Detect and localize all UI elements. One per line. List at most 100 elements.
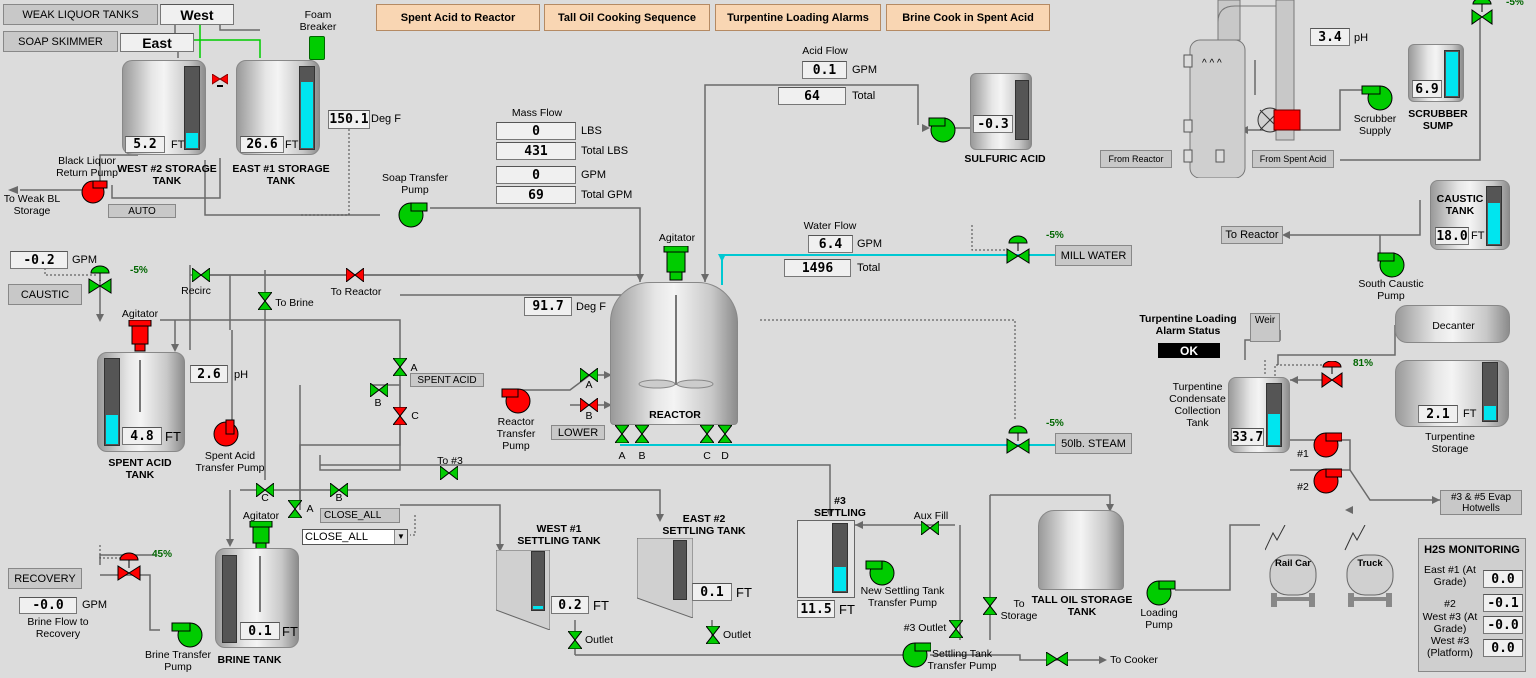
weir-label: Weir: [1254, 315, 1276, 326]
spent-acid-valve-c-icon[interactable]: [391, 406, 409, 426]
spent-acid-valve-b-icon[interactable]: [369, 381, 389, 399]
reactor-vessel[interactable]: [610, 282, 738, 425]
spent-acid-gauge: [104, 358, 120, 446]
mass-flow-title: Mass Flow: [511, 107, 563, 119]
turpentine-valve-icon[interactable]: [1320, 360, 1344, 389]
brine-cook-button[interactable]: Brine Cook in Spent Acid: [886, 4, 1050, 31]
scrubber-ph-unit: pH: [1354, 32, 1369, 44]
settling-3-outlet-valve-icon[interactable]: [947, 619, 965, 639]
scrubber-supply-pump-icon[interactable]: [1360, 82, 1394, 112]
soap-skimmer-select[interactable]: East: [120, 33, 194, 52]
east-2-gauge: [673, 540, 687, 600]
to-storage-valve-icon[interactable]: [981, 596, 999, 616]
reactor-inlet-a-valve-icon[interactable]: [579, 366, 599, 384]
lower-button[interactable]: LOWER: [551, 425, 605, 440]
to-storage-label: To Storage: [1000, 598, 1038, 622]
reactor-inlet-a-label: A: [585, 379, 593, 391]
turpentine-collection-level: 33.7: [1231, 428, 1264, 446]
steam-valve-icon[interactable]: [1005, 425, 1031, 455]
reactor-valve-c-icon[interactable]: [698, 424, 716, 444]
recovery-label[interactable]: RECOVERY: [8, 568, 82, 589]
scrubber-supply-label: Scrubber Supply: [1353, 113, 1397, 137]
acid-pump-icon[interactable]: [928, 115, 958, 143]
turpentine-valve-pct: 81%: [1353, 358, 1374, 369]
reactor-inlet-b-valve-icon[interactable]: [579, 396, 599, 414]
scrubber-sump-gauge: [1444, 50, 1460, 98]
caustic-tank-level: 18.0: [1435, 227, 1469, 245]
soap-transfer-pump-icon[interactable]: [398, 200, 428, 228]
mill-water-label[interactable]: MILL WATER: [1055, 245, 1132, 266]
mass-flow-gpm-unit: GPM: [581, 169, 607, 181]
tall-oil-storage-tank[interactable]: [1038, 510, 1124, 590]
from-spent-acid-label[interactable]: From Spent Acid: [1252, 150, 1334, 168]
reactor-valve-b-icon[interactable]: [633, 424, 651, 444]
turpentine-loading-alarms-button[interactable]: Turpentine Loading Alarms: [715, 4, 881, 31]
east-1-unit: FT: [285, 139, 299, 151]
brine-shaft: [259, 556, 261, 612]
weir-box[interactable]: Weir: [1250, 313, 1280, 342]
turpentine-storage-gauge: [1482, 362, 1498, 422]
spent-acid-agitator-icon[interactable]: [128, 319, 152, 352]
caustic-to-reactor-label[interactable]: To Reactor: [1221, 226, 1283, 244]
west-1-outlet-valve-icon[interactable]: [566, 630, 584, 650]
foam-breaker-icon[interactable]: [309, 36, 325, 60]
to-cooker-valve-icon[interactable]: [1045, 651, 1069, 667]
mass-flow-gpm: 0: [496, 166, 576, 184]
close-all-button[interactable]: CLOSE_ALL: [320, 508, 400, 523]
spent-acid-shaft: [139, 360, 141, 412]
loading-pump-icon[interactable]: [1145, 578, 1177, 606]
reactor-valve-d-icon[interactable]: [716, 424, 734, 444]
weak-liquor-select[interactable]: West: [160, 4, 234, 25]
turpentine-pump-2-icon[interactable]: [1310, 466, 1343, 494]
black-liquor-pump-icon[interactable]: [80, 178, 108, 204]
mass-flow-total-gpm-unit: Total GPM: [581, 189, 633, 201]
to-brine-valve-icon[interactable]: [256, 291, 274, 311]
mill-water-valve-icon[interactable]: [1005, 235, 1031, 265]
reactor-agitator-icon[interactable]: [662, 245, 690, 282]
bleed-valve-icon[interactable]: [211, 73, 229, 88]
from-reactor-label[interactable]: From Reactor: [1100, 150, 1172, 168]
to-reactor-valve-icon[interactable]: [345, 266, 365, 284]
close-all-dropdown[interactable]: CLOSE_ALL ▼: [302, 529, 408, 545]
spent-acid-agitator-label: Agitator: [121, 308, 159, 320]
chevron-down-icon[interactable]: ▼: [394, 530, 407, 544]
tall-oil-cooking-sequence-button[interactable]: Tall Oil Cooking Sequence: [544, 4, 710, 31]
scrubber-column[interactable]: ^ ^ ^: [1180, 0, 1305, 179]
reactor-inlet-b-label: B: [585, 410, 593, 422]
brine-gauge: [222, 555, 237, 643]
aux-fill-valve-icon[interactable]: [920, 519, 940, 537]
evap-hotwells-label[interactable]: #3 & #5 Evap Hotwells: [1440, 490, 1522, 515]
reactor-valve-a-icon[interactable]: [613, 424, 631, 444]
caustic-valve-icon[interactable]: [87, 265, 113, 295]
turpentine-pump-1-label: #1: [1297, 448, 1309, 460]
turpentine-collection-label: Turpentine Condensate Collection Tank: [1169, 381, 1226, 429]
brine-agitator-icon[interactable]: [249, 520, 273, 551]
caustic-label[interactable]: CAUSTIC: [8, 284, 82, 305]
spent-acid-pump-icon[interactable]: [212, 418, 244, 448]
settling-3-unit: FT: [839, 602, 855, 617]
reactor-transfer-pump-icon[interactable]: [500, 385, 532, 415]
new-settling-pump-icon[interactable]: [864, 558, 896, 586]
recirc-valve-icon[interactable]: [191, 266, 211, 284]
scrubber-valve-icon[interactable]: [1470, 0, 1494, 26]
close-all-valve-a-icon[interactable]: [286, 499, 304, 519]
brine-transfer-pump-icon[interactable]: [170, 620, 204, 648]
reactor-name: REACTOR: [649, 409, 701, 421]
decanter-tank[interactable]: Decanter: [1395, 305, 1510, 343]
east-1-level: 26.6: [240, 136, 284, 153]
west-1-unit: FT: [593, 598, 609, 613]
to-3-valve-icon[interactable]: [439, 464, 459, 482]
turpentine-collection-gauge: [1266, 383, 1282, 447]
east-1-temp-unit: Deg F: [371, 113, 401, 125]
to-brine-label: To Brine: [275, 297, 314, 309]
east-2-outlet-valve-icon[interactable]: [704, 625, 722, 645]
turpentine-pump-1-icon[interactable]: [1310, 430, 1343, 458]
spent-acid-to-reactor-button[interactable]: Spent Acid to Reactor: [376, 4, 540, 31]
spent-acid-button[interactable]: SPENT ACID: [410, 373, 484, 387]
south-caustic-pump-icon[interactable]: [1376, 250, 1408, 278]
sulfuric-acid-level: -0.3: [973, 115, 1013, 133]
spent-acid-valve-a-icon[interactable]: [391, 357, 409, 377]
black-liquor-mode[interactable]: AUTO: [108, 204, 176, 218]
steam-label[interactable]: 50lb. STEAM: [1055, 433, 1132, 454]
recovery-valve-icon[interactable]: [116, 552, 142, 582]
